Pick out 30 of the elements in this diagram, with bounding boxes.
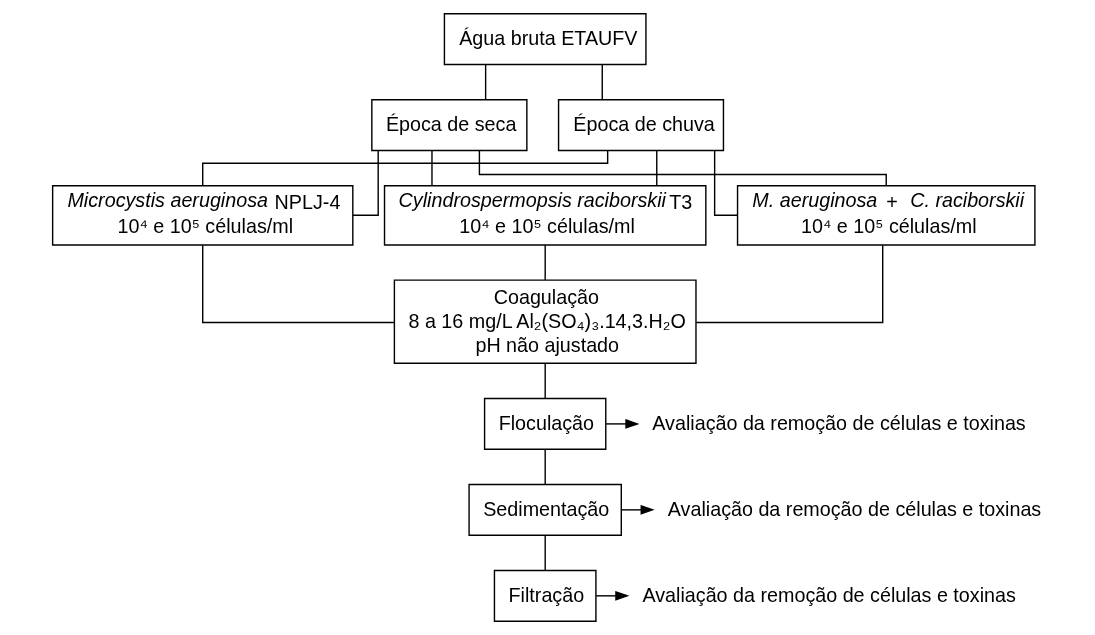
node-box: M. aeruginosa + C. raciborskii 10⁴ e 10⁵ células/ml [736, 185, 1036, 246]
node-box: Microcystis aeruginosa NPLJ-4 10⁴ e 10⁵ células/ml [51, 185, 353, 246]
node-box: Cylindrospermopsis raciborskii T3 10⁴ e 10⁵ células/ml [383, 185, 707, 246]
connector [201, 150, 608, 187]
node-box: Filtração [493, 569, 597, 622]
connector [543, 449, 546, 485]
connector [694, 244, 883, 324]
connector [478, 150, 887, 187]
connector [201, 244, 395, 324]
node-box: Água bruta ETAUFV [443, 13, 647, 66]
arrow [620, 504, 655, 515]
connector [713, 150, 738, 217]
arrow [594, 590, 629, 601]
node-box: Coagulação 8 a 16 mg/L Al₂(SO₄)₃.14,3.H₂O pH não ajustado [393, 279, 697, 364]
node-text: Avaliação da remoção de células e toxinas [641, 583, 1016, 606]
node-box: Época de seca [370, 99, 528, 152]
connector [430, 150, 433, 187]
node-text: Avaliação da remoção de células e toxinas [667, 497, 1041, 520]
connector [543, 244, 546, 281]
connector [543, 363, 546, 399]
connector [543, 534, 546, 571]
node-text: Avaliação da remoção de células e toxinas [651, 411, 1026, 434]
connector [601, 64, 603, 101]
connector [655, 150, 657, 187]
node-box: Floculação [483, 397, 606, 450]
connector [351, 150, 379, 217]
arrow [604, 418, 639, 429]
connector [484, 64, 486, 101]
node-box: Época de chuva [557, 99, 724, 152]
node-box: Sedimentação [467, 483, 622, 536]
